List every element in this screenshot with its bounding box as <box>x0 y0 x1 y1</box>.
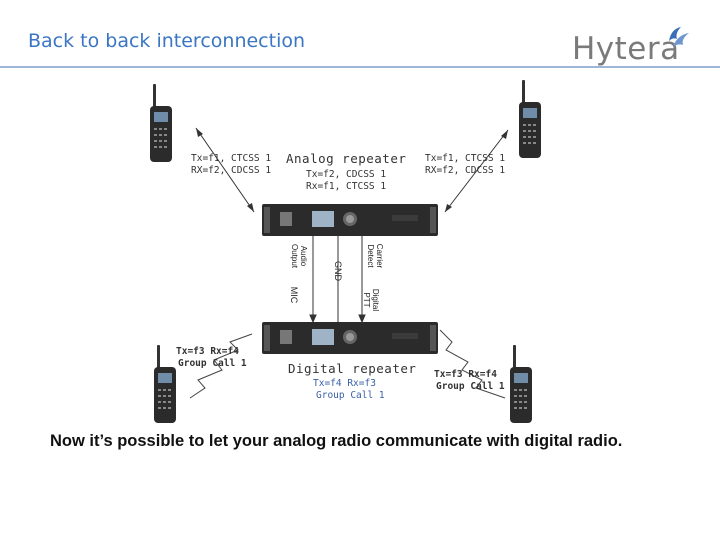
digital-right-radio-group: Group Call 1 <box>436 381 505 392</box>
logo-text: Hytera <box>572 31 680 67</box>
hytera-logo: Hytera <box>572 25 692 71</box>
digital-repeater-heading: Digital repeater <box>288 361 417 376</box>
gnd-label: GND <box>333 261 343 281</box>
mic-label: MIC <box>289 286 299 304</box>
analog-right-link-arrow <box>444 129 509 213</box>
digital-left-signal <box>189 333 253 399</box>
analog-left-radio-rx: RX=f2, CDCSS 1 <box>191 165 272 176</box>
handheld-radio-icon <box>154 345 176 423</box>
digital-left-radio-group: Group Call 1 <box>178 358 247 369</box>
digital-repeater-group: Group Call 1 <box>316 390 385 401</box>
analog-repeater-heading: Analog repeater <box>286 151 407 166</box>
carrier-detect-label: Carrier Detect <box>366 243 384 269</box>
analog-repeater-unit-icon <box>262 204 438 236</box>
handheld-radio-icon <box>510 345 532 423</box>
handheld-radio-icon <box>150 84 172 162</box>
analog-right-radio-rx: RX=f2, CDCSS 1 <box>425 165 506 176</box>
analog-right-radio-tx: Tx=f1, CTCSS 1 <box>425 153 506 164</box>
digital-right-radio-freqs: Tx=f3 Rx=f4 <box>434 369 497 380</box>
digital-repeater-freqs: Tx=f4 Rx=f3 <box>313 378 376 389</box>
logo-swoosh-icon <box>669 27 689 47</box>
header-divider <box>0 66 720 68</box>
digital-ptt-label: Digital PTT <box>362 288 380 312</box>
audio-output-label: Audio Output <box>290 244 308 269</box>
digital-right-signal <box>439 329 506 399</box>
handheld-radio-icon <box>519 80 541 158</box>
analog-left-radio-tx: Tx=f1, CTCSS 1 <box>191 153 272 164</box>
analog-left-link-arrow <box>195 127 255 213</box>
digital-left-radio-freqs: Tx=f3 Rx=f4 <box>176 346 239 357</box>
analog-repeater-tx: Tx=f2, CDCSS 1 <box>306 169 387 180</box>
page-title: Back to back interconnection <box>28 30 306 52</box>
interconnect-wires <box>309 236 366 324</box>
digital-repeater-unit-icon <box>262 322 438 354</box>
footer-caption: Now it’s possible to let your analog rad… <box>50 432 623 450</box>
analog-repeater-rx: Rx=f1, CTCSS 1 <box>306 181 387 192</box>
